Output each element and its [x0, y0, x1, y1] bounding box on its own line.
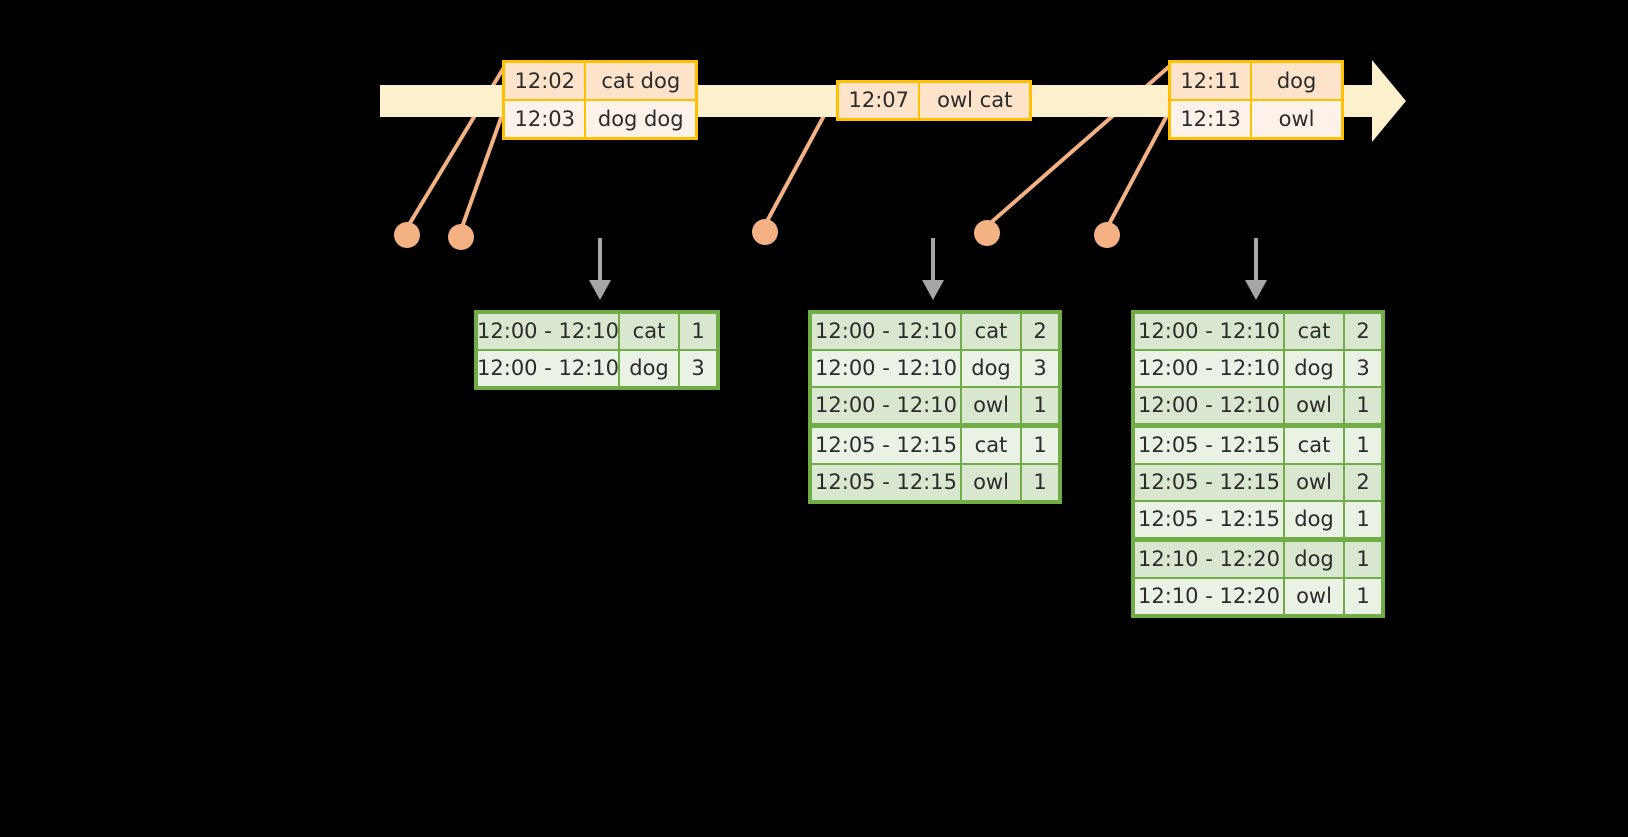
window-range-cell: 12:00 - 12:10: [1135, 388, 1283, 423]
timeline-arrowhead-icon: [1372, 60, 1406, 142]
word-cell: owl: [1285, 388, 1343, 423]
word-cell: cat: [620, 314, 678, 349]
connector-2: [459, 102, 508, 232]
count-cell: 1: [680, 314, 716, 349]
count-cell: 2: [1345, 465, 1381, 500]
event-dot-2: [448, 224, 474, 250]
count-cell: 3: [1022, 351, 1058, 386]
event-value: owl cat: [920, 83, 1029, 118]
word-cell: cat: [1285, 428, 1343, 463]
window-range-cell: 12:05 - 12:15: [1135, 465, 1283, 500]
window-range-cell: 12:00 - 12:10: [1135, 314, 1283, 349]
event-dot-5: [1094, 222, 1120, 248]
connector-5: [1105, 104, 1174, 230]
event-value: dog dog: [586, 101, 695, 137]
word-cell: dog: [620, 351, 678, 386]
event-row: 12:11 dog: [1171, 63, 1341, 99]
count-cell: 1: [1345, 579, 1381, 614]
event-group-1: 12:02 cat dog 12:03 dog dog: [502, 60, 698, 140]
window-range-cell: 12:05 - 12:15: [1135, 502, 1283, 537]
count-cell: 1: [1345, 542, 1381, 577]
arrow-shaft: [1254, 238, 1258, 284]
window-range-cell: 12:10 - 12:20: [1135, 579, 1283, 614]
window-range-cell: 12:00 - 12:10: [812, 388, 960, 423]
window-range-cell: 12:05 - 12:15: [812, 465, 960, 500]
event-row: 12:03 dog dog: [505, 99, 695, 137]
event-dot-1: [394, 222, 420, 248]
event-time: 12:02: [505, 63, 587, 99]
event-dot-3: [752, 219, 778, 245]
window-range-cell: 12:00 - 12:10: [477, 351, 619, 386]
arrow-shaft: [931, 238, 935, 284]
word-cell: owl: [1285, 579, 1343, 614]
window-range-cell: 12:10 - 12:20: [1135, 542, 1283, 577]
window-range-cell: 12:00 - 12:10: [477, 314, 619, 349]
arrow-head-icon: [1245, 280, 1267, 300]
event-group-3: 12:11 dog 12:13 owl: [1168, 60, 1344, 140]
word-cell: owl: [962, 388, 1020, 423]
word-cell: owl: [1285, 465, 1343, 500]
event-time: 12:03: [505, 101, 587, 137]
count-cell: 3: [680, 351, 716, 386]
window-range-cell: 12:05 - 12:15: [812, 428, 960, 463]
word-cell: dog: [1285, 351, 1343, 386]
word-cell: dog: [962, 351, 1020, 386]
event-row: 12:07 owl cat: [839, 83, 1029, 118]
count-cell: 2: [1022, 314, 1058, 349]
count-cell: 1: [1345, 428, 1381, 463]
event-value: dog: [1252, 63, 1341, 99]
word-cell: owl: [962, 465, 1020, 500]
event-time: 12:13: [1171, 101, 1253, 137]
count-cell: 1: [1022, 388, 1058, 423]
event-row: 12:13 owl: [1171, 99, 1341, 137]
window-range-cell: 12:05 - 12:15: [1135, 428, 1283, 463]
count-cell: 1: [1022, 428, 1058, 463]
count-cell: 1: [1345, 388, 1381, 423]
event-time: 12:07: [839, 83, 921, 118]
arrow-head-icon: [589, 280, 611, 300]
word-cell: cat: [962, 314, 1020, 349]
event-value: owl: [1252, 101, 1341, 137]
window-range-cell: 12:00 - 12:10: [812, 351, 960, 386]
event-time: 12:11: [1171, 63, 1253, 99]
count-cell: 1: [1345, 502, 1381, 537]
event-group-2: 12:07 owl cat: [836, 80, 1032, 121]
event-value: cat dog: [586, 63, 695, 99]
count-cell: 3: [1345, 351, 1381, 386]
arrow-head-icon: [922, 280, 944, 300]
window-range-cell: 12:00 - 12:10: [812, 314, 960, 349]
word-cell: dog: [1285, 542, 1343, 577]
event-row: 12:02 cat dog: [505, 63, 695, 99]
arrow-shaft: [598, 238, 602, 284]
word-cell: cat: [962, 428, 1020, 463]
word-cell: dog: [1285, 502, 1343, 537]
word-cell: cat: [1285, 314, 1343, 349]
count-cell: 1: [1022, 465, 1058, 500]
event-dot-4: [974, 220, 1000, 246]
window-range-cell: 12:00 - 12:10: [1135, 351, 1283, 386]
count-cell: 2: [1345, 314, 1381, 349]
